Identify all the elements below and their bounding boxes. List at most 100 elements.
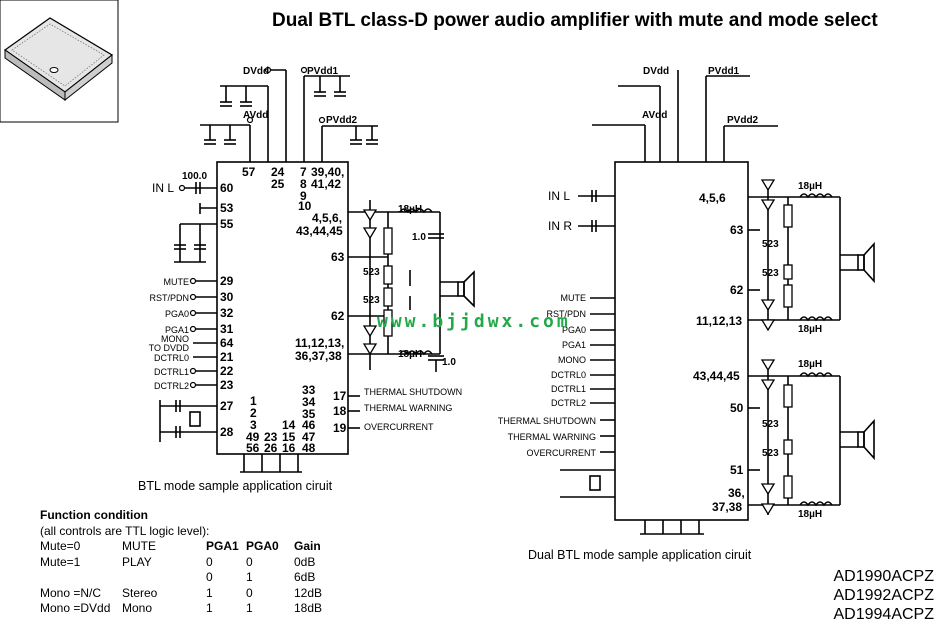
svg-text:PGA1: PGA1 (562, 340, 586, 350)
ic-body (216, 161, 349, 455)
svg-text:1: 1 (250, 394, 257, 408)
svg-text:47: 47 (302, 430, 316, 444)
input-label: IN L (152, 181, 174, 195)
svg-text:PGA0: PGA0 (165, 309, 189, 319)
svg-text:26: 26 (264, 441, 278, 455)
inductor-label: 18µH (398, 204, 422, 215)
svg-text:523: 523 (762, 239, 779, 250)
svg-text:62: 62 (331, 309, 345, 323)
page-title: Dual BTL class-D power audio amplifier w… (272, 10, 878, 31)
svg-text:51: 51 (730, 463, 744, 477)
svg-text:25: 25 (271, 177, 285, 191)
svg-text:4,5,6,: 4,5,6, (312, 211, 342, 225)
svg-text:DCTRL0: DCTRL0 (154, 353, 189, 363)
c10-label: 1.0 (412, 232, 426, 243)
svg-text:22: 22 (220, 364, 234, 378)
chip-package-icon (0, 0, 119, 123)
svg-text:523: 523 (762, 448, 779, 459)
svg-text:THERMAL WARNING: THERMAL WARNING (508, 432, 596, 442)
svg-text:28: 28 (220, 425, 234, 439)
svg-text:18µH: 18µH (798, 181, 822, 192)
c10-label-2: 1.0 (442, 357, 456, 368)
svg-text:55: 55 (220, 217, 234, 231)
svg-text:MONO: MONO (558, 355, 586, 365)
svg-text:39,40,: 39,40, (311, 165, 344, 179)
svg-text:PGA1: PGA1 (165, 325, 189, 335)
svg-text:15: 15 (282, 430, 296, 444)
svg-text:62: 62 (730, 283, 744, 297)
dvdd-label: DVdd (243, 66, 269, 77)
svg-text:RST/PDN: RST/PDN (149, 293, 189, 303)
thermal-shutdown-label: THERMAL SHUTDOWN (364, 387, 462, 397)
svg-text:DCTRL1: DCTRL1 (551, 384, 586, 394)
svg-text:16: 16 (282, 441, 296, 455)
table-row: Mute=1 PLAY 0 0 0dB (40, 554, 316, 569)
svg-text:DCTRL0: DCTRL0 (551, 370, 586, 380)
table-row: 0 1 6dB (206, 570, 316, 584)
svg-text:THERMAL SHUTDOWN: THERMAL SHUTDOWN (498, 416, 596, 426)
svg-text:32: 32 (220, 306, 234, 320)
svg-text:DVdd: DVdd (643, 66, 669, 77)
svg-text:48: 48 (302, 441, 316, 455)
svg-text:PVdd1: PVdd1 (708, 66, 740, 77)
svg-text:MONO: MONO (161, 334, 189, 344)
r523-label-2: 523 (363, 295, 380, 306)
pvdd2-label: PVdd2 (326, 115, 358, 126)
svg-text:60: 60 (220, 181, 234, 195)
svg-text:11,12,13,: 11,12,13, (295, 336, 344, 350)
function-condition: Function condition (all controls are TTL… (40, 508, 322, 617)
function-heading: Function condition (40, 508, 148, 522)
svg-text:MUTE: MUTE (164, 277, 190, 287)
function-table: Mute=0 MUTE PGA1 PGA0 Gain Mute=1 PLAY 0… (40, 539, 322, 617)
overcurrent-label: OVERCURRENT (364, 422, 434, 432)
svg-text:64: 64 (220, 336, 234, 350)
table-row: Mono =N/C Stereo 1 0 12dB (40, 585, 323, 600)
svg-text:33: 33 (302, 383, 316, 397)
svg-text:50: 50 (730, 401, 744, 415)
watermark: www.bjjdwx.com (377, 311, 571, 332)
svg-text:36,37,38: 36,37,38 (295, 349, 342, 363)
svg-text:2: 2 (250, 406, 257, 420)
svg-text:DCTRL1: DCTRL1 (154, 367, 189, 377)
svg-text:18µH: 18µH (798, 509, 822, 520)
svg-text:523: 523 (762, 419, 779, 430)
table-row: Mute=0 MUTE PGA1 PGA0 Gain (40, 539, 321, 553)
svg-text:TO DVDD: TO DVDD (149, 343, 190, 353)
avdd-label: AVdd (243, 110, 268, 121)
svg-text:27: 27 (220, 399, 234, 413)
svg-text:4,5,6: 4,5,6 (699, 191, 726, 205)
part-number: AD1994ACPZ (833, 606, 935, 623)
svg-text:PGA0: PGA0 (562, 325, 586, 335)
svg-text:29: 29 (220, 274, 234, 288)
svg-text:18µH: 18µH (798, 324, 822, 335)
svg-text:23: 23 (264, 430, 278, 444)
svg-text:RST/PDN: RST/PDN (546, 309, 586, 319)
svg-text:PVdd2: PVdd2 (727, 115, 759, 126)
pvdd1-label: PVdd1 (307, 66, 339, 77)
svg-text:14: 14 (282, 418, 296, 432)
svg-text:24: 24 (271, 165, 285, 179)
svg-text:57: 57 (242, 165, 256, 179)
r523-label: 523 (363, 267, 380, 278)
part-number: AD1990ACPZ (833, 568, 935, 585)
svg-text:21: 21 (220, 350, 234, 364)
svg-text:56: 56 (246, 441, 260, 455)
svg-text:53: 53 (220, 201, 234, 215)
svg-text:AVdd: AVdd (642, 110, 667, 121)
svg-text:23: 23 (220, 378, 234, 392)
in-r-label: IN R (548, 219, 572, 233)
svg-text:3: 3 (250, 418, 257, 432)
svg-text:63: 63 (331, 250, 345, 264)
svg-text:MUTE: MUTE (561, 293, 587, 303)
btl-caption: BTL mode sample application ciruit (138, 479, 333, 493)
svg-text:17: 17 (333, 389, 347, 403)
svg-text:31: 31 (220, 322, 234, 336)
svg-text:63: 63 (730, 223, 744, 237)
svg-text:9: 9 (300, 189, 307, 203)
svg-text:30: 30 (220, 290, 234, 304)
cap-100-label: 100.0 (182, 171, 207, 182)
thermal-warning-label: THERMAL WARNING (364, 403, 452, 413)
svg-text:36,: 36, (728, 486, 745, 500)
